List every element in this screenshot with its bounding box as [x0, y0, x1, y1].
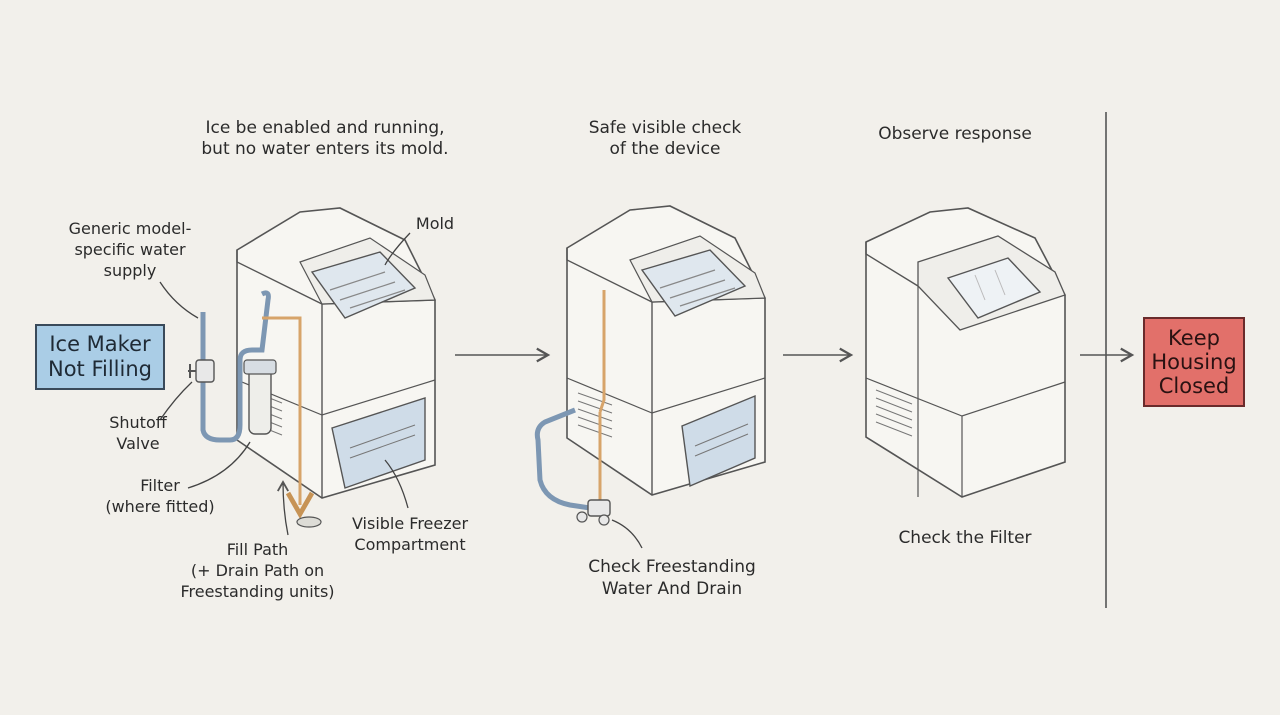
panel-1-heading-line1: Ice be enabled and running, — [205, 118, 445, 138]
fill-path-label: Fill Path (+ Drain Path on Freestanding … — [165, 539, 350, 602]
water-supply-label-line1: Generic model- — [68, 219, 192, 238]
panel-2-heading-line1: Safe visible check — [588, 118, 742, 138]
panel-3-heading: Observe response — [855, 124, 1055, 145]
filter-label-line2: (where fitted) — [105, 497, 215, 516]
check-water-drain-label-line2: Water And Drain — [601, 579, 743, 599]
fill-path-label-line2: (+ Drain Path on — [190, 561, 325, 580]
fill-path-label-line1: Fill Path — [226, 540, 289, 559]
freezer-label-line1: Visible Freezer — [351, 514, 469, 533]
panel-2-heading: Safe visible check of the device — [555, 118, 775, 160]
panel-1-heading: Ice be enabled and running, but no water… — [170, 118, 480, 160]
check-water-drain-label: Check Freestanding Water And Drain — [572, 556, 772, 600]
shutoff-valve-label-line2: Valve — [116, 434, 160, 453]
ice-maker-illustration-3 — [865, 207, 1066, 498]
panel-2-heading-line2: of the device — [609, 139, 721, 159]
shutoff-valve-label-line1: Shutoff — [109, 413, 167, 432]
check-filter-label: Check the Filter — [898, 528, 1032, 548]
problem-box-line2: Not Filling — [48, 357, 152, 381]
problem-box-line1: Ice Maker — [49, 332, 151, 356]
freezer-label: Visible Freezer Compartment — [335, 513, 485, 555]
ice-maker-illustration-1 — [188, 207, 436, 528]
leader-lines — [159, 232, 643, 549]
panel-3-heading-line1: Observe response — [878, 124, 1032, 144]
filter-label-line1: Filter — [140, 476, 180, 495]
water-supply-label: Generic model- specific water supply — [50, 218, 210, 281]
outcome-box-line1: Keep — [1168, 326, 1220, 350]
filter-label: Filter (where fitted) — [90, 475, 230, 517]
water-supply-label-line2: specific water — [74, 240, 186, 259]
outcome-box: Keep Housing Closed — [1143, 317, 1245, 407]
panel-1-heading-line2: but no water enters its mold. — [201, 139, 449, 159]
outcome-box-line2: Housing — [1151, 350, 1237, 374]
freezer-label-line2: Compartment — [354, 535, 466, 554]
outcome-box-line3: Closed — [1158, 374, 1230, 398]
problem-box: Ice Maker Not Filling — [35, 324, 165, 390]
ice-maker-illustration-2 — [534, 205, 766, 526]
mold-label: Mold — [415, 214, 455, 233]
check-water-drain-label-line1: Check Freestanding — [588, 557, 756, 577]
water-supply-label-line3: supply — [103, 261, 157, 280]
shutoff-valve-label: Shutoff Valve — [88, 412, 188, 454]
fill-path-label-line3: Freestanding units) — [180, 582, 335, 601]
